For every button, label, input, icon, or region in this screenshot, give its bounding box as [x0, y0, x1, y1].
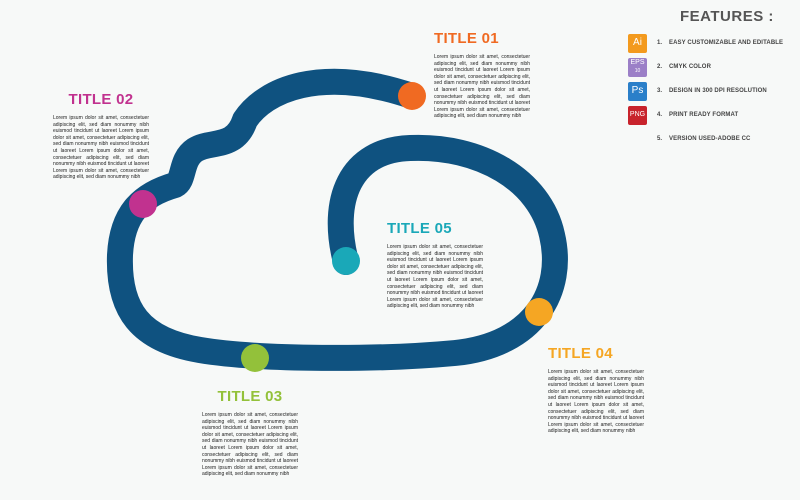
step-03-block: TITLE 03 Lorem ipsum dolor sit amet, con… [202, 388, 298, 478]
step-01-body: Lorem ipsum dolor sit amet, consectetuer… [434, 54, 530, 120]
cloud-road-path [106, 68, 568, 371]
features-heading: FEATURES : [680, 8, 774, 25]
step-01-title: TITLE 01 [434, 30, 499, 47]
step-05-block: TITLE 05 Lorem ipsum dolor sit amet, con… [387, 220, 483, 310]
step-01-dot [398, 82, 426, 110]
step-02-block: TITLE 02 Lorem ipsum dolor sit amet, con… [53, 91, 149, 181]
feature-text: DESIGN IN 300 DPI RESOLUTION [669, 88, 767, 94]
step-01-block: TITLE 01 Lorem ipsum dolor sit amet, con… [434, 30, 530, 120]
feature-number: 1. [657, 40, 663, 46]
ai-file-icon-label: Ai [633, 37, 642, 48]
png-file-icon-label: PNG [629, 111, 646, 118]
step-05-dot [332, 247, 360, 275]
feature-text: CMYK COLOR [669, 64, 711, 70]
png-file-icon: PNG [628, 105, 647, 125]
features-panel: FEATURES : Ai 1. EASY CUSTOMIZABLE AND E… [628, 8, 798, 151]
step-03-dot [241, 344, 269, 372]
step-02-dot [129, 190, 157, 218]
step-02-body: Lorem ipsum dolor sit amet, consectetuer… [53, 115, 149, 181]
feature-item: PNG 4. PRINT READY FORMAT [628, 103, 798, 127]
eps-file-icon-label: EPS [630, 59, 645, 66]
eps-file-icon-version: 10 [634, 68, 641, 74]
feature-number: 5. [657, 136, 663, 142]
feature-item: 5. VERSION USED-ADOBE CC [628, 127, 798, 151]
feature-text: PRINT READY FORMAT [669, 112, 739, 118]
feature-text: EASY CUSTOMIZABLE AND EDITABLE [669, 40, 784, 46]
feature-number: 4. [657, 112, 663, 118]
feature-item: Ps 3. DESIGN IN 300 DPI RESOLUTION [628, 79, 798, 103]
feature-item: Ai 1. EASY CUSTOMIZABLE AND EDITABLE [628, 31, 798, 55]
step-04-title: TITLE 04 [548, 345, 613, 362]
step-04-body: Lorem ipsum dolor sit amet, consectetuer… [548, 369, 644, 435]
feature-number: 3. [657, 88, 663, 94]
eps-file-icon: EPS 10 [628, 57, 647, 77]
ps-file-icon: Ps [628, 81, 647, 101]
step-04-block: TITLE 04 Lorem ipsum dolor sit amet, con… [548, 345, 644, 435]
step-02-title: TITLE 02 [68, 91, 134, 108]
step-05-body: Lorem ipsum dolor sit amet, consectetuer… [387, 244, 483, 310]
step-04-dot [525, 298, 553, 326]
feature-text: VERSION USED-ADOBE CC [669, 136, 751, 142]
feature-item: EPS 10 2. CMYK COLOR [628, 55, 798, 79]
ai-file-icon: Ai [628, 33, 647, 53]
ps-file-icon-label: Ps [631, 85, 644, 96]
step-05-title: TITLE 05 [387, 220, 452, 237]
step-03-title: TITLE 03 [217, 388, 283, 405]
step-03-body: Lorem ipsum dolor sit amet, consectetuer… [202, 412, 298, 478]
feature-number: 2. [657, 64, 663, 70]
